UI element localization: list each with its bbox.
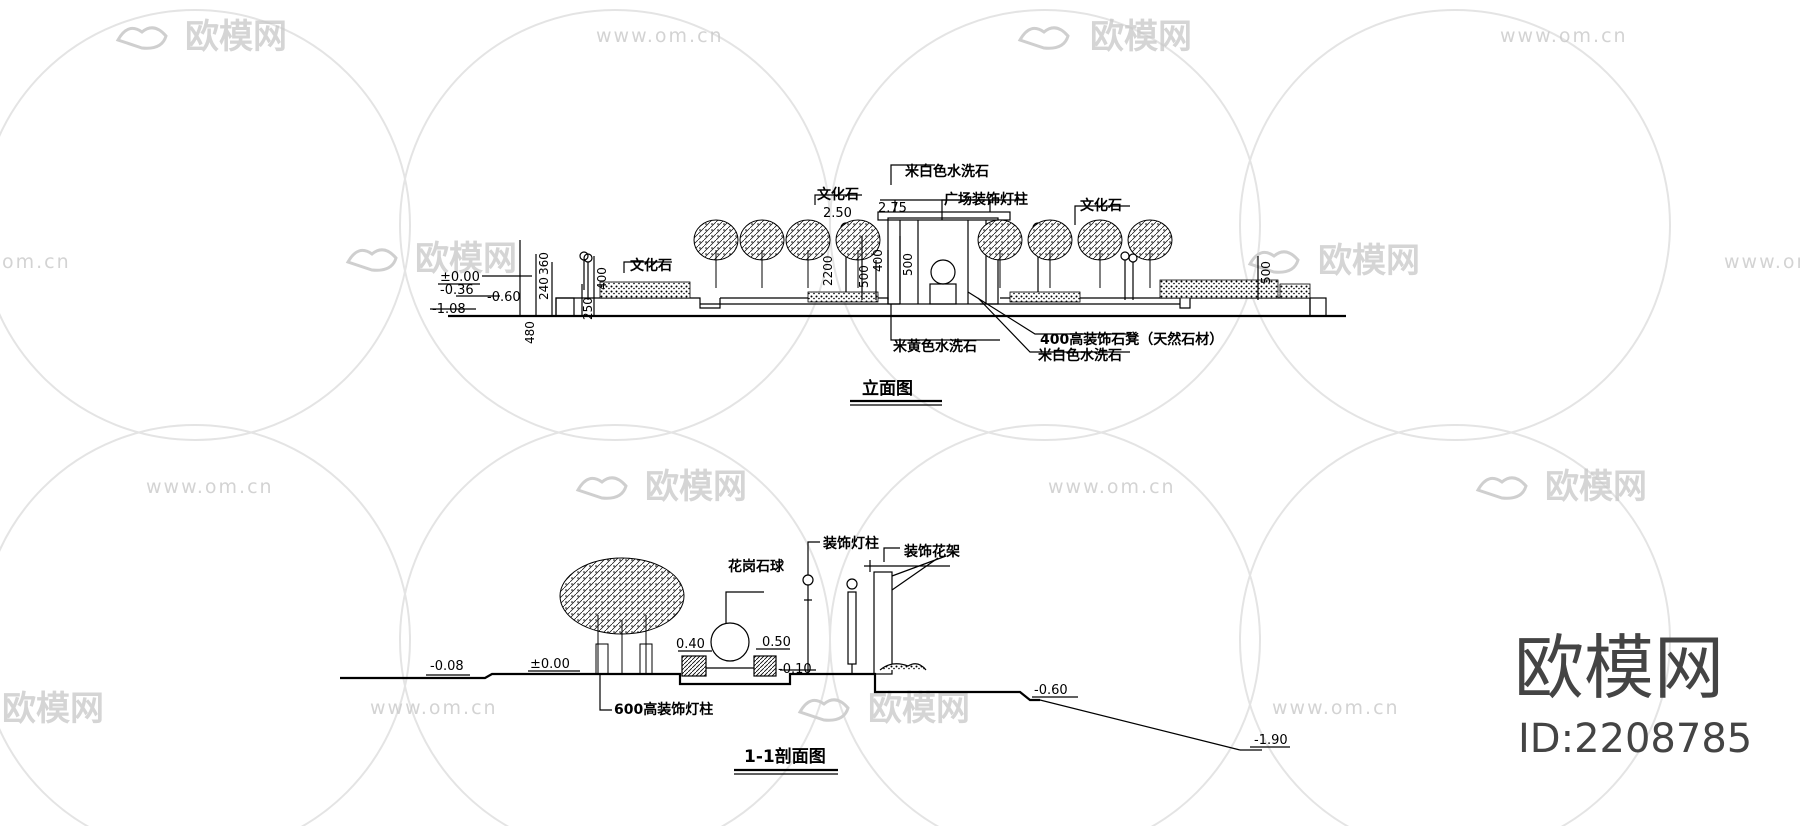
level-m190: -1.90: [1254, 733, 1288, 748]
watermark-url: om.cn: [2, 251, 71, 273]
level-m010: -0.10: [778, 662, 812, 677]
level-m008: -0.08: [430, 659, 464, 674]
watermark-brand: 欧模网: [1545, 467, 1647, 507]
watermark-logo-marks: [115, 26, 1528, 722]
level-m060: -0.60: [487, 290, 521, 305]
watermark-brand: 欧模网: [645, 467, 747, 507]
label-600-lamp: 600高装饰灯柱: [614, 701, 713, 718]
section-trees: [559, 557, 685, 675]
watermark-brand: 欧模网: [1318, 241, 1420, 281]
label-wenhuashi-right: 文化石: [1080, 197, 1122, 214]
label-flower-frame: 装饰花架: [903, 543, 960, 560]
watermark-url: www.om.cn: [146, 476, 274, 498]
stone-ball-planter: [680, 622, 780, 685]
watermark-url: www.om.cn: [1500, 25, 1628, 47]
dim-360: 360: [537, 252, 551, 275]
human-figures: [579, 251, 1138, 300]
label-mihuangse: 米黄色水洗石: [893, 338, 977, 355]
trees: [693, 219, 1173, 288]
label-guangchang-lamp: 广场装饰灯柱: [944, 191, 1028, 208]
left-end-block: [555, 297, 575, 317]
level-p040: 0.40: [676, 637, 705, 652]
section-level-lines: [426, 648, 1290, 748]
elevation-leaders: [623, 164, 1130, 353]
dim-250: 250: [581, 297, 595, 320]
level-m036: -0.36: [440, 283, 474, 298]
level-h275: 2.75: [878, 201, 907, 216]
dim-400a: 400: [595, 267, 609, 290]
watermark-brand: 欧模网: [415, 239, 517, 279]
watermark-brand: 欧模网: [1090, 17, 1192, 57]
elevation-drawing: 文化石 文化石 文化石 米白色水洗石 广场装饰灯柱 400高装饰石凳（天然石材）…: [430, 163, 1346, 406]
watermark-url: www.om.cn: [596, 25, 724, 47]
watermark-brand: 欧模网: [2, 689, 104, 729]
level-p050: 0.50: [762, 635, 791, 650]
label-huagang-ball: 花岗石球: [728, 558, 785, 575]
label-mibaise-bottom: 米白色水洗石: [1038, 347, 1122, 364]
center-dim-lines: [861, 236, 1259, 300]
shrubs: [599, 279, 1311, 303]
watermark-circles: [0, 9, 1671, 826]
watermark-brand: 欧模网: [868, 689, 970, 729]
label-lamp-post: 装饰灯柱: [822, 535, 879, 552]
section-title: 1-1剖面图: [744, 746, 826, 767]
section-ground: [340, 672, 1040, 702]
dim-480: 480: [523, 321, 537, 344]
dim-500c: 500: [1259, 261, 1273, 284]
level-h250: 2.50: [823, 206, 852, 221]
brand-id: ID:2208785: [1518, 716, 1752, 762]
watermark-url: www.om.cn: [1272, 697, 1400, 719]
watermark-brand: 欧模网: [185, 17, 287, 57]
level-m060-section: -0.60: [1034, 683, 1068, 698]
label-wenhuashi-left: 文化石: [630, 257, 672, 274]
dim-2200: 2200: [821, 255, 835, 286]
label-mibaise-top: 米白色水洗石: [905, 163, 989, 180]
section-pergola: [864, 555, 950, 675]
watermark-url: www.om.cn: [370, 697, 498, 719]
dim-500a: 500: [857, 265, 871, 288]
watermarks: 欧模网 www.om.cn 欧模网 www.om.cn om.cn 欧模网 欧模…: [2, 17, 1800, 729]
level-zero: ±0.00: [440, 270, 480, 285]
dim-240: 240: [537, 277, 551, 300]
section-drawing: 花岗石球 装饰灯柱 装饰花架 600高装饰灯柱 -0.08 ±0.00 0.40…: [340, 535, 1290, 775]
section-leaders: [599, 541, 900, 711]
label-stone-bench: 400高装饰石凳（天然石材）: [1040, 331, 1223, 348]
brand-name: 欧模网: [1514, 627, 1724, 709]
level-m108: -1.08: [432, 302, 466, 317]
brand-logo: 欧模网 ID:2208785: [1514, 627, 1752, 762]
elevation-level-markers: [430, 240, 595, 316]
level-zero-section: ±0.00: [530, 657, 570, 672]
dim-400b: 400: [871, 249, 885, 272]
label-wenhuashi-mid: 文化石: [817, 186, 859, 203]
watermark-url: www.om.cn: [1048, 476, 1176, 498]
watermark-url: www.om.cn: [1724, 251, 1800, 273]
elevation-title: 立面图: [862, 378, 913, 399]
stone-ball: [930, 259, 956, 285]
slope: [1030, 699, 1241, 751]
dim-500b: 500: [901, 253, 915, 276]
center-cap: [877, 211, 1011, 221]
right-end-block: [1309, 297, 1327, 317]
